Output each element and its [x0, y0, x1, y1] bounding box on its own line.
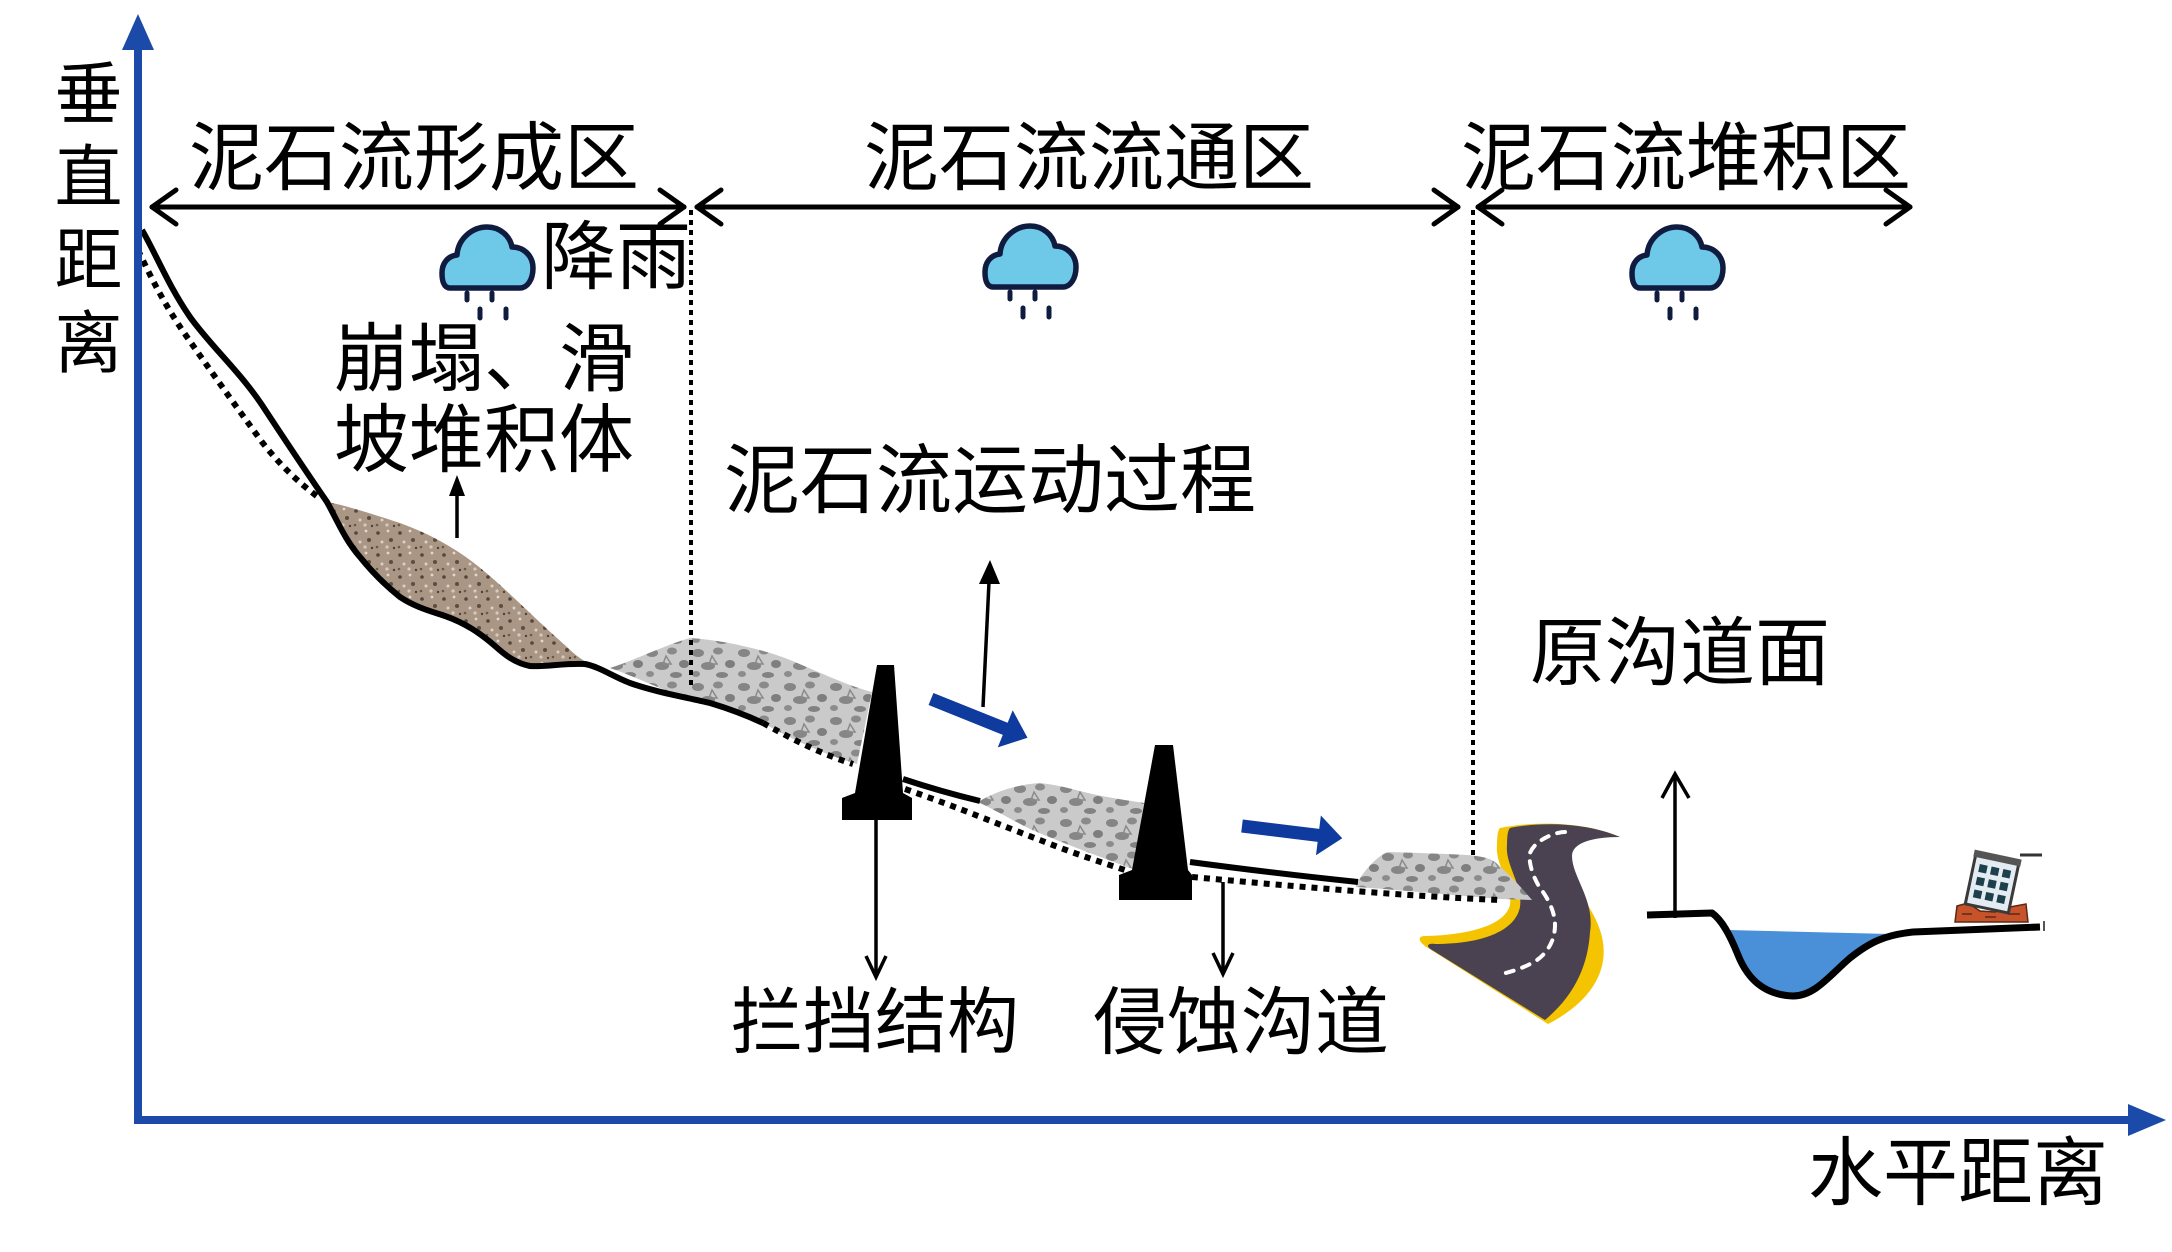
- debris-deposit-3: [1356, 852, 1532, 900]
- y-axis: [122, 14, 154, 1124]
- pointer-arrow-check-dam: [864, 820, 888, 982]
- pointer-arrow-original-channel: [1660, 770, 1691, 918]
- debris-deposit-1: [610, 638, 872, 764]
- zone-span-arrow-formation: [149, 187, 687, 227]
- original-surface-lower: [1191, 874, 1501, 903]
- landslide-deposit-label-line1: 崩塌、滑: [334, 315, 635, 403]
- rain-drops: [1007, 289, 1052, 320]
- rainfall-label: 降雨: [541, 213, 692, 301]
- check-dam-icon: [1119, 745, 1192, 900]
- tilted-building-icon: [1954, 849, 2045, 931]
- original-channel-surface-line: [135, 248, 1501, 903]
- arrowhead-right-icon: [1431, 187, 1461, 227]
- rain-cloud-icon: [982, 223, 1079, 320]
- eroded-channel-label: 侵蚀沟道: [1093, 980, 1389, 1066]
- landslide-deposit-label-line2: 坡堆积体: [334, 396, 635, 484]
- arrowhead-left-icon: [1475, 187, 1505, 227]
- check-dam-label: 拦挡结构: [731, 980, 1020, 1064]
- flow-arrow-icon: [1241, 815, 1343, 856]
- arrow-down-icon: [1211, 952, 1235, 979]
- pointer-arrow-landslide-deposit: [449, 475, 465, 538]
- collapse-landslide-deposit: [327, 502, 603, 670]
- pointer-arrow-debris-flow-motion: [979, 560, 1000, 708]
- flow-arrow-icon: [928, 692, 1028, 748]
- x-axis-arrowhead-icon: [2128, 1104, 2166, 1136]
- zone-label-transport: 泥石流流通区: [864, 114, 1315, 202]
- zone-label-formation: 泥石流形成区: [189, 114, 640, 202]
- arrow-up-icon: [979, 560, 1000, 584]
- pointer-line: [981, 581, 991, 708]
- winding-road-icon: [1419, 823, 1620, 1024]
- arrowhead-right-icon: [657, 187, 687, 227]
- building-windows: [1972, 864, 2012, 904]
- rain-drops: [1654, 290, 1699, 321]
- cloud-body: [439, 224, 536, 291]
- rain-cloud-icon: [1629, 224, 1726, 321]
- x-axis-label: 水平距离: [1808, 1129, 2109, 1217]
- arrow-up-icon: [1660, 770, 1691, 799]
- original-channel-surface-label: 原沟道面: [1530, 609, 1831, 697]
- brick-lines: [1962, 913, 2020, 918]
- channel-cross-section: [1646, 909, 2041, 1000]
- building-body: [1963, 849, 2022, 915]
- zone-span-arrow-deposition: [1475, 187, 1913, 227]
- rain-cloud-icon: [439, 224, 536, 321]
- road-surface: [1428, 824, 1620, 1020]
- current-channel-surface-lower: [1189, 859, 1359, 885]
- original-surface-upper: [135, 248, 320, 500]
- pointer-arrow-eroded-channel: [1211, 882, 1235, 979]
- road-center-line: [1496, 830, 1567, 977]
- arrowhead-left-icon: [149, 187, 179, 227]
- rain-drops: [464, 290, 509, 321]
- current-channel-surface: [139, 228, 765, 726]
- arrow-up-icon: [449, 475, 465, 496]
- y-axis-arrowhead-icon: [122, 14, 154, 50]
- arrowhead-right-icon: [1883, 187, 1913, 227]
- original-surface-under-deposit-1: [761, 720, 854, 767]
- debris-deposit-2: [978, 783, 1144, 869]
- original-surface-between-dams: [904, 786, 1129, 874]
- zone-span-arrow-transport: [694, 187, 1461, 227]
- current-channel-surface-mid: [902, 776, 981, 804]
- arrowhead-left-icon: [694, 187, 724, 227]
- debris-flow-motion-label: 泥石流运动过程: [724, 436, 1256, 525]
- x-axis: [134, 1104, 2166, 1136]
- check-dam-icon: [842, 665, 912, 820]
- cloud-body: [1629, 224, 1726, 291]
- channel-water: [1727, 930, 1890, 996]
- zone-label-deposition: 泥石流堆积区: [1461, 114, 1912, 202]
- y-axis-label: 垂直距离: [42, 58, 121, 390]
- arrow-down-icon: [864, 955, 888, 982]
- cloud-body: [982, 223, 1079, 290]
